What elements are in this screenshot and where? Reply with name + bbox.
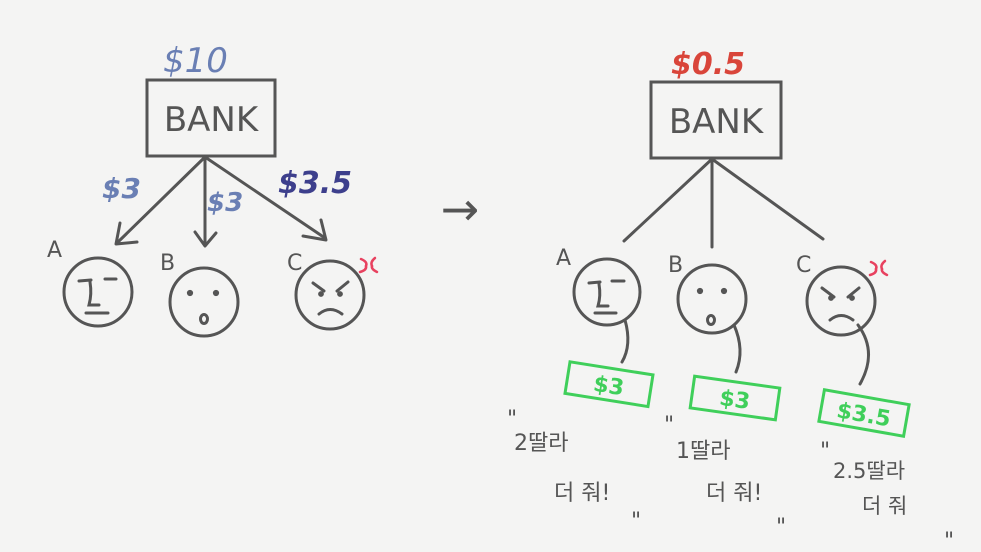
tag-strings — [622, 320, 869, 384]
quote-b-open: " — [664, 413, 674, 438]
quote-a-line2: 더 줘! — [554, 481, 610, 506]
anger-icon — [360, 258, 377, 272]
right-anger-icon — [870, 261, 887, 275]
person-label-a: A — [47, 238, 62, 263]
quote-a-open: " — [507, 407, 517, 432]
quote-b: " 1딸라 더 줘! " — [664, 413, 786, 540]
left-panel: $10 BANK $3 $3 $3.5 A B C — [47, 41, 377, 336]
tag-b-amount: $3 — [718, 386, 752, 415]
right-bank-label: BANK — [669, 102, 765, 142]
quote-b-close: " — [776, 515, 786, 540]
left-bank-balance: $10 — [163, 41, 228, 81]
person-label-c: C — [287, 251, 302, 276]
quote-c-line1: 2.5딸라 — [833, 459, 905, 483]
tag-b: $3 — [690, 376, 780, 420]
person-c-face — [296, 261, 364, 329]
quote-a-line1: 2딸라 — [514, 431, 568, 456]
transition-arrow: → — [441, 182, 480, 236]
right-person-b-face — [678, 265, 746, 333]
quote-c-close: " — [944, 529, 954, 552]
tag-c: $3.5 — [819, 390, 909, 436]
right-bank-links — [624, 159, 823, 247]
person-label-b: B — [160, 251, 175, 276]
quote-c-line2: 더 줘 — [862, 494, 907, 518]
quote-c-open: " — [820, 439, 830, 464]
transfer-amount-b: $3 — [207, 188, 243, 218]
quote-a: " 2딸라 더 줘! " — [507, 407, 641, 534]
right-person-label-c: C — [796, 253, 811, 278]
person-a-face — [64, 258, 132, 326]
quote-b-line2: 더 줘! — [706, 481, 762, 506]
tag-c-amount: $3.5 — [835, 398, 893, 432]
quote-b-line1: 1딸라 — [676, 439, 730, 464]
transfer-amount-c: $3.5 — [278, 166, 352, 201]
quote-c: " 2.5딸라 더 줘 " — [820, 439, 954, 552]
right-person-label-b: B — [668, 253, 683, 278]
right-person-c-face — [807, 267, 875, 335]
right-bank-balance: $0.5 — [671, 47, 745, 82]
right-panel: $0.5 BANK A B C — [507, 47, 954, 552]
tag-a: $3 — [565, 362, 653, 407]
tag-a-amount: $3 — [592, 372, 626, 401]
quote-a-close: " — [631, 509, 641, 534]
person-b-face — [170, 268, 238, 336]
left-bank-label: BANK — [164, 100, 260, 140]
right-person-a-face — [574, 259, 640, 325]
right-person-label-a: A — [556, 246, 571, 271]
transfer-amount-a: $3 — [102, 172, 141, 205]
